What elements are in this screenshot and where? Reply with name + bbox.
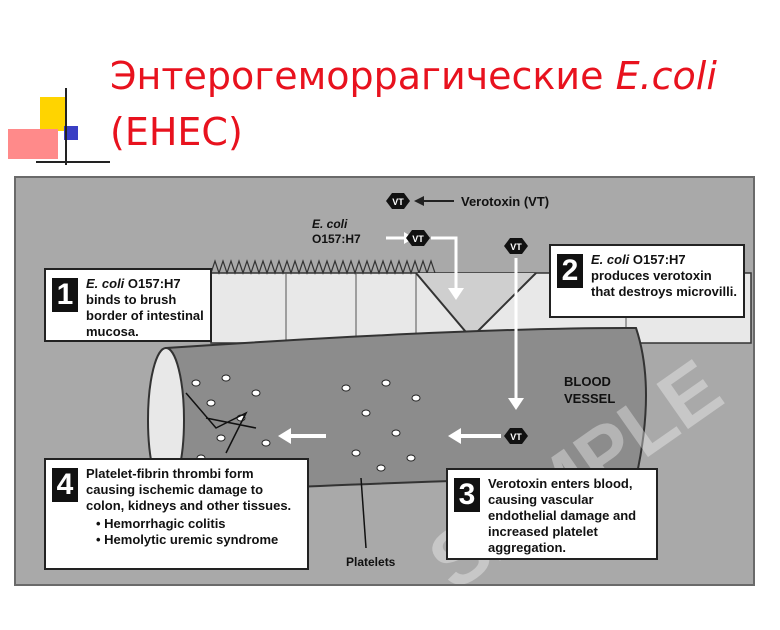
platelet [406, 454, 416, 462]
vt-badge-shape [504, 238, 528, 254]
bullet-item: Hemorrhagic colitis [96, 516, 301, 532]
arrowhead [448, 288, 464, 300]
blood-vessel [165, 327, 647, 495]
platelet [251, 389, 261, 397]
ecoli-label-line1: E. coli [312, 217, 348, 231]
arrowhead [508, 398, 524, 410]
vt-badge-text: VT [392, 197, 404, 207]
arrowhead [278, 428, 291, 444]
vt-badge-text: VT [412, 234, 424, 244]
deco-blue-square [64, 126, 78, 140]
platelet [411, 394, 421, 402]
vt-badge-text: VT [510, 242, 522, 252]
step-1-number: 1 [52, 278, 78, 312]
vt-badge-shape [406, 230, 430, 246]
platelets-label: Platelets [346, 555, 396, 569]
step-1-box: 1 E. coli O157:H7 binds to brush border … [44, 268, 212, 342]
step-3-text: Verotoxin enters blood, causing vascular… [488, 476, 637, 555]
platelet [341, 384, 351, 392]
arrowhead [414, 196, 424, 206]
vt-badge: VT [504, 428, 528, 444]
step-2-box: 2 E. coli O157:H7 produces verotoxin tha… [549, 244, 745, 318]
platelet [221, 374, 231, 382]
corner-decoration [8, 88, 110, 165]
title-italic: E.coli [615, 54, 717, 98]
platelet [191, 379, 201, 387]
bullet-item: Hemolytic uremic syndrome [96, 532, 301, 548]
platelets [191, 374, 421, 472]
step-2-italic: E. coli [591, 252, 630, 267]
step-4-text: Platelet-fibrin thrombi form causing isc… [86, 466, 301, 548]
step-4-number: 4 [52, 468, 78, 502]
microvilli [210, 259, 436, 275]
step-4-box: 4 Platelet-fibrin thrombi form causing i… [44, 458, 309, 570]
platelet [376, 464, 386, 472]
slide-title: Энтерогеморрагические E.coli (EHEC) [110, 48, 770, 160]
vt-badge-shape [504, 428, 528, 444]
ecoli-label-line2: O157:H7 [312, 232, 361, 246]
platelet [351, 449, 361, 457]
vt-badge-text: VT [510, 432, 522, 442]
verotoxin-label: Verotoxin (VT) [461, 194, 549, 209]
fibrin-strands [185, 392, 257, 454]
title-line2: (EHEC) [110, 110, 243, 154]
step-1-body: O157:H7 binds to brush border of intesti… [86, 276, 204, 339]
blood-vessel-line1: BLOOD [564, 374, 611, 389]
diagram-panel: VT VT VT VT Verotoxin (VT) E. coli O157:… [14, 176, 755, 586]
step-3-number: 3 [454, 478, 480, 512]
deco-pink-square [8, 129, 58, 159]
platelet [206, 399, 216, 407]
platelet [381, 379, 391, 387]
platelets-pointer [360, 477, 367, 549]
deco-yellow-square [40, 97, 66, 131]
vt-badge: VT [504, 238, 528, 254]
step-2-text: E. coli O157:H7 produces verotoxin that … [591, 252, 737, 300]
vt-badge: VT [406, 230, 430, 246]
title-main: Энтерогеморрагические [110, 54, 604, 98]
diagram-illustration: VT VT VT VT Verotoxin (VT) E. coli O157:… [147, 193, 752, 584]
step-4-body: Platelet-fibrin thrombi form causing isc… [86, 466, 292, 513]
step-2-body: O157:H7 produces verotoxin that destroys… [591, 252, 737, 299]
step-2-number: 2 [557, 254, 583, 288]
step-3-box: 3 Verotoxin enters blood, causing vascul… [446, 468, 658, 560]
platelet [216, 434, 226, 442]
platelet [261, 439, 271, 447]
step-4-bullets: Hemorrhagic colitis Hemolytic uremic syn… [96, 516, 301, 548]
vt-badge: VT [386, 193, 410, 209]
step-1-italic: E. coli [86, 276, 125, 291]
platelet [361, 409, 371, 417]
step-1-text: E. coli O157:H7 binds to brush border of… [86, 276, 204, 340]
blood-vessel-line2: VESSEL [564, 391, 615, 406]
platelet [391, 429, 401, 437]
arrowhead [448, 428, 461, 444]
vt-badge-shape [386, 193, 410, 209]
arrow-bend [431, 236, 458, 288]
